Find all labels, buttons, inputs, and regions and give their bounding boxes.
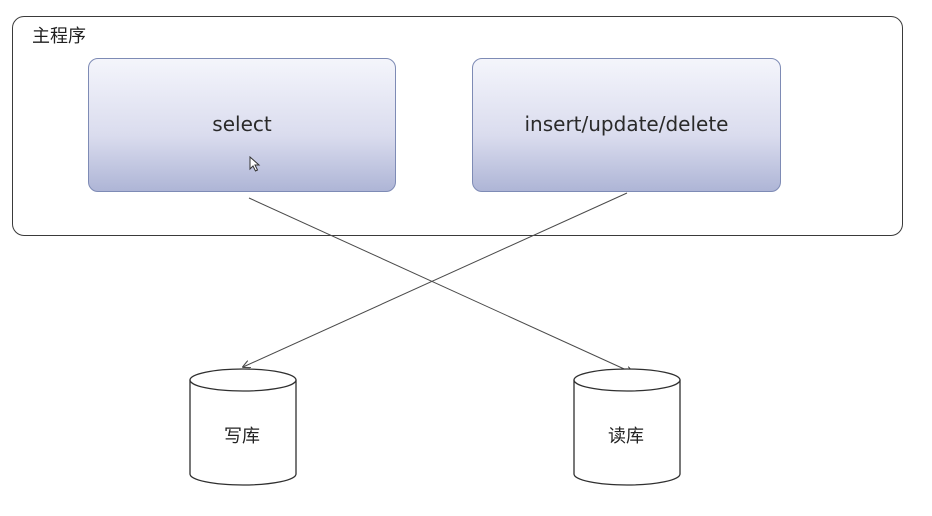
read-database-label: 读库: [608, 426, 644, 447]
write-operation-box: insert/update/delete: [472, 58, 781, 192]
write-operation-label: insert/update/delete: [524, 112, 729, 136]
write-database-label: 写库: [224, 426, 260, 447]
database-cylinder-icon: [573, 368, 681, 486]
write-database: 写库: [188, 368, 298, 486]
main-program-title: 主程序: [32, 26, 86, 47]
select-operation-label: select: [212, 112, 272, 136]
read-database: 读库: [572, 368, 682, 486]
mouse-pointer-icon: [249, 156, 261, 172]
database-cylinder-icon: [189, 368, 297, 486]
select-operation-box: select: [88, 58, 396, 192]
